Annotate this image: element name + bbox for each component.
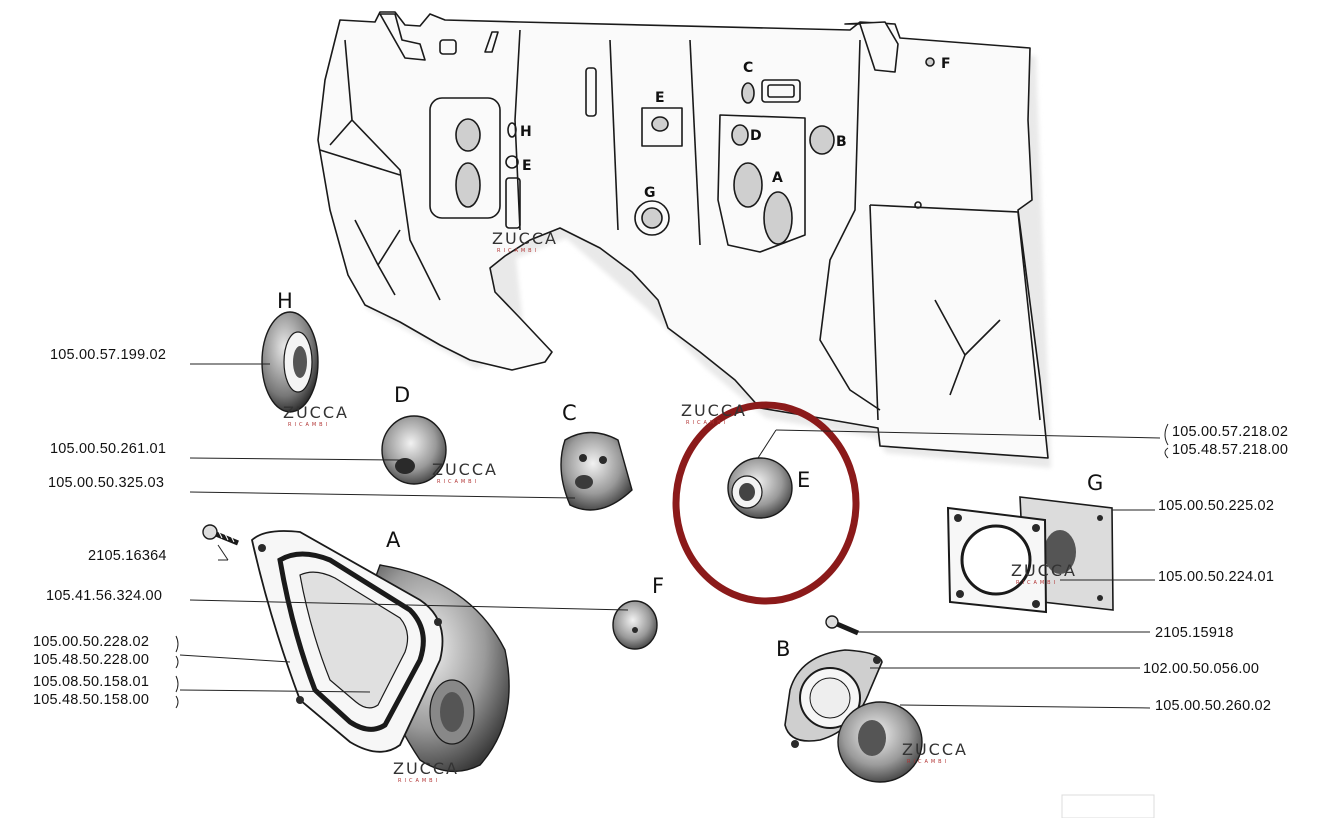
panel-label-g: G	[644, 185, 656, 201]
pn-b-screw: 2105.15918	[1155, 625, 1234, 641]
watermark-1: ZUCCA RICAMBI	[492, 229, 558, 254]
part-letter-e: E	[797, 468, 810, 492]
watermark-5: ZUCCA RICAMBI	[1011, 561, 1077, 586]
leader-lines	[179, 363, 1161, 709]
pn-f-plug: 105.41.56.324.00	[46, 588, 162, 604]
part-h-grommet	[261, 311, 319, 413]
panel-label-d: D	[750, 128, 762, 144]
part-d-grommet	[381, 415, 447, 485]
watermark-brand: ZUCCA	[681, 401, 747, 420]
part-b-screw	[825, 615, 859, 636]
part-a-boot	[251, 530, 510, 773]
watermark-sub: RICAMBI	[437, 479, 479, 485]
pn-e-grommet-1: 105.00.57.218.02	[1172, 424, 1288, 440]
pn-d-grommet: 105.00.50.261.01	[50, 441, 166, 457]
watermark-sub: RICAMBI	[1016, 580, 1058, 586]
corner-box	[1061, 794, 1155, 818]
part-letter-g: G	[1087, 471, 1103, 495]
watermark-brand: ZUCCA	[432, 460, 498, 479]
pn-a-boot-1: 105.00.50.228.02	[33, 634, 149, 650]
pn-a-screw: 2105.16364	[88, 548, 167, 564]
part-e-grommet	[727, 457, 793, 519]
pn-c-grommet: 105.00.50.325.03	[48, 475, 164, 491]
panel-label-a: A	[772, 170, 783, 186]
watermark-sub: RICAMBI	[398, 778, 440, 784]
watermark-7: ZUCCA RICAMBI	[902, 740, 968, 765]
pn-e-grommet-2: 105.48.57.218.00	[1172, 442, 1288, 458]
part-letter-f: F	[652, 574, 664, 598]
panel-label-h: H	[520, 124, 532, 140]
pn-a-boot-3: 105.08.50.158.01	[33, 674, 149, 690]
part-b-ring	[784, 649, 883, 748]
watermark-brand: ZUCCA	[492, 229, 558, 248]
part-c-grommet	[560, 431, 633, 511]
watermark-sub: RICAMBI	[288, 422, 330, 428]
pn-a-boot-2: 105.48.50.228.00	[33, 652, 149, 668]
watermark-sub: RICAMBI	[497, 248, 539, 254]
pn-a-boot-4: 105.48.50.158.00	[33, 692, 149, 708]
panel-label-b: B	[836, 134, 847, 150]
pn-h-grommet: 105.00.57.199.02	[50, 347, 166, 363]
pn-b-ring: 102.00.50.056.00	[1143, 661, 1259, 677]
watermark-4: ZUCCA RICAMBI	[432, 460, 498, 485]
part-number-labels: 105.00.57.199.02 105.00.50.261.01 105.00…	[33, 347, 1288, 714]
watermark-sub: RICAMBI	[907, 759, 949, 765]
part-letter-b: B	[776, 637, 790, 661]
panel-label-c: C	[743, 60, 753, 76]
part-letter-c: C	[562, 401, 577, 425]
pn-b-grommet: 105.00.50.260.02	[1155, 698, 1271, 714]
panel-label-f: F	[941, 56, 951, 72]
watermark-brand: ZUCCA	[902, 740, 968, 759]
firewall-panel	[317, 11, 1051, 468]
part-a-screw	[202, 524, 239, 546]
watermark-6: ZUCCA RICAMBI	[393, 759, 459, 784]
watermark-sub: RICAMBI	[686, 420, 728, 426]
highlight-circle	[672, 401, 860, 605]
part-f-plug	[612, 600, 658, 650]
part-letter-a: A	[386, 528, 401, 552]
part-g-plate	[946, 496, 1114, 614]
panel-labels: C F E D B H E A G	[520, 56, 951, 201]
pn-g-plate-1: 105.00.50.225.02	[1158, 498, 1274, 514]
panel-label-e-center: E	[655, 90, 665, 106]
watermark-brand: ZUCCA	[1011, 561, 1077, 580]
pn-g-plate-2: 105.00.50.224.01	[1158, 569, 1274, 585]
part-b-grommet	[837, 701, 923, 783]
part-letter-h: H	[277, 289, 293, 313]
part-letter-d: D	[394, 383, 410, 407]
watermark-brand: ZUCCA	[393, 759, 459, 778]
watermark-brand: ZUCCA	[283, 403, 349, 422]
watermark-2: ZUCCA RICAMBI	[681, 401, 747, 426]
panel-label-e-left: E	[522, 158, 532, 174]
watermark-3: ZUCCA RICAMBI	[283, 403, 349, 428]
